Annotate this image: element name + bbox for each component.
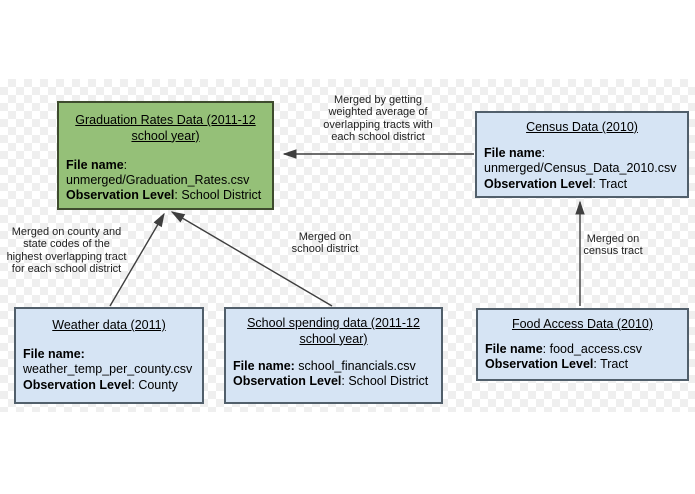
node-graduation-rates: Graduation Rates Data (2011-12 school ye… [57, 101, 274, 210]
node-census-data: Census Data (2010) File name: unmerged/C… [475, 111, 689, 198]
file-name-line: File name: food_access.csv [485, 341, 643, 356]
file-value-line: weather_temp_per_county.csv [23, 362, 193, 377]
node-title: Graduation Rates Data (2011-12 school ye… [75, 113, 256, 143]
node-title: Food Access Data (2010) [511, 317, 654, 331]
edge-label-spending-merge: Merged on school district [291, 231, 359, 256]
observation-level-line: Observation Level: School District [66, 188, 262, 203]
observation-level-line: Observation Level: Tract [484, 176, 628, 191]
file-name-line: File name: school_financials.csv [233, 358, 416, 373]
node-title: School spending data (2011-12 school yea… [247, 316, 420, 346]
node-weather-data: Weather data (2011) File name: weather_t… [14, 307, 204, 404]
arrow-weather-to-graduation [109, 212, 165, 307]
edge-label-census-merge: Merged by getting weighted average of ov… [323, 94, 433, 144]
node-title: Weather data (2011) [52, 318, 166, 332]
edge-label-food-merge: Merged on census tract [583, 233, 643, 258]
observation-level-line: Observation Level: School District [233, 374, 429, 388]
file-name-line: File name: [23, 346, 85, 361]
node-title: Census Data (2010) [526, 120, 638, 134]
file-name-line: File name: [484, 145, 546, 160]
observation-level-line: Observation Level: Tract [485, 357, 629, 372]
node-school-spending-data: School spending data (2011-12 school yea… [224, 307, 443, 404]
edge-label-weather-merge: Merged on county and state codes of the … [6, 226, 127, 276]
arrow-spending-to-graduation [170, 211, 333, 307]
observation-level-line: Observation Level: County [23, 377, 178, 392]
file-value-line: unmerged/Census_Data_2010.csv [484, 161, 677, 176]
file-name-line: File name: [66, 157, 128, 172]
node-food-access-data: Food Access Data (2010) File name: food_… [476, 308, 689, 381]
file-value-line: unmerged/Graduation_Rates.csv [66, 173, 250, 187]
